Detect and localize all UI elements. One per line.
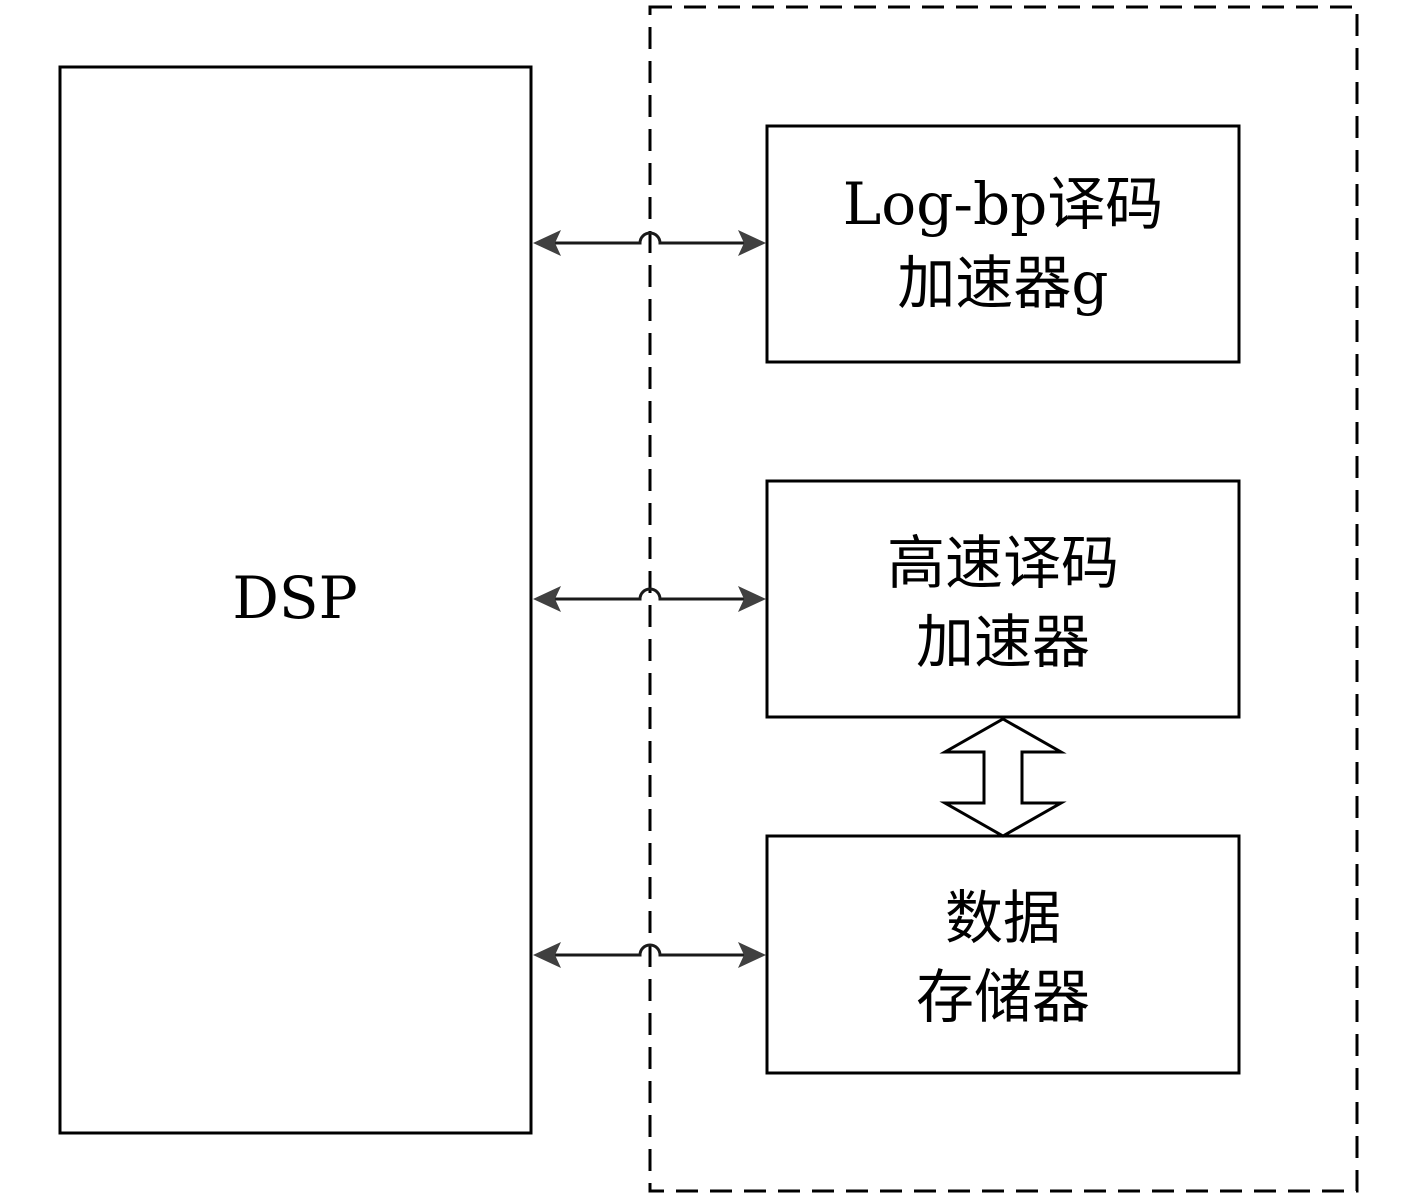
high-speed-decoder-accelerator-box [765, 479, 1241, 719]
high-speed-decoder-accelerator-label-line2: 加速器 [916, 608, 1090, 676]
logbp-decoder-accelerator-label-line2: 加速器g [897, 249, 1108, 317]
high-speed-decoder-accelerator-block: 高速译码 加速器 [765, 479, 1241, 719]
dsp-high-speed-connection [533, 586, 766, 612]
dsp-box [58, 65, 533, 1135]
high-speed-decoder-accelerator-label-line1: 高速译码 [887, 529, 1119, 597]
dsp-logbp-connection [533, 230, 766, 256]
data-memory-label-line1: 数据 [945, 884, 1061, 952]
connection-line-1 [555, 231, 744, 245]
bidirectional-hollow-arrow [939, 717, 1067, 838]
dsp-label: DSP [232, 564, 357, 632]
arrowhead-left-1 [533, 230, 561, 256]
logbp-decoder-accelerator-block: Log-bp译码 加速器g [765, 124, 1241, 364]
accelerator-group-frame [648, 5, 1359, 1193]
data-memory-box [765, 834, 1241, 1075]
arrowhead-right-1 [738, 230, 766, 256]
arrowhead-right-2 [738, 586, 766, 612]
connection-line-3 [555, 943, 744, 957]
data-memory-label-line2: 存储器 [916, 963, 1090, 1031]
dsp-data-memory-connection [533, 942, 766, 968]
arrowhead-right-3 [738, 942, 766, 968]
data-memory-block: 数据 存储器 [765, 834, 1241, 1075]
logbp-decoder-accelerator-box [765, 124, 1241, 364]
connection-line-2 [555, 587, 744, 601]
arrowhead-left-2 [533, 586, 561, 612]
arrowhead-left-3 [533, 942, 561, 968]
dsp-block: DSP [58, 65, 533, 1135]
logbp-decoder-accelerator-label-line1: Log-bp译码 [843, 170, 1163, 238]
